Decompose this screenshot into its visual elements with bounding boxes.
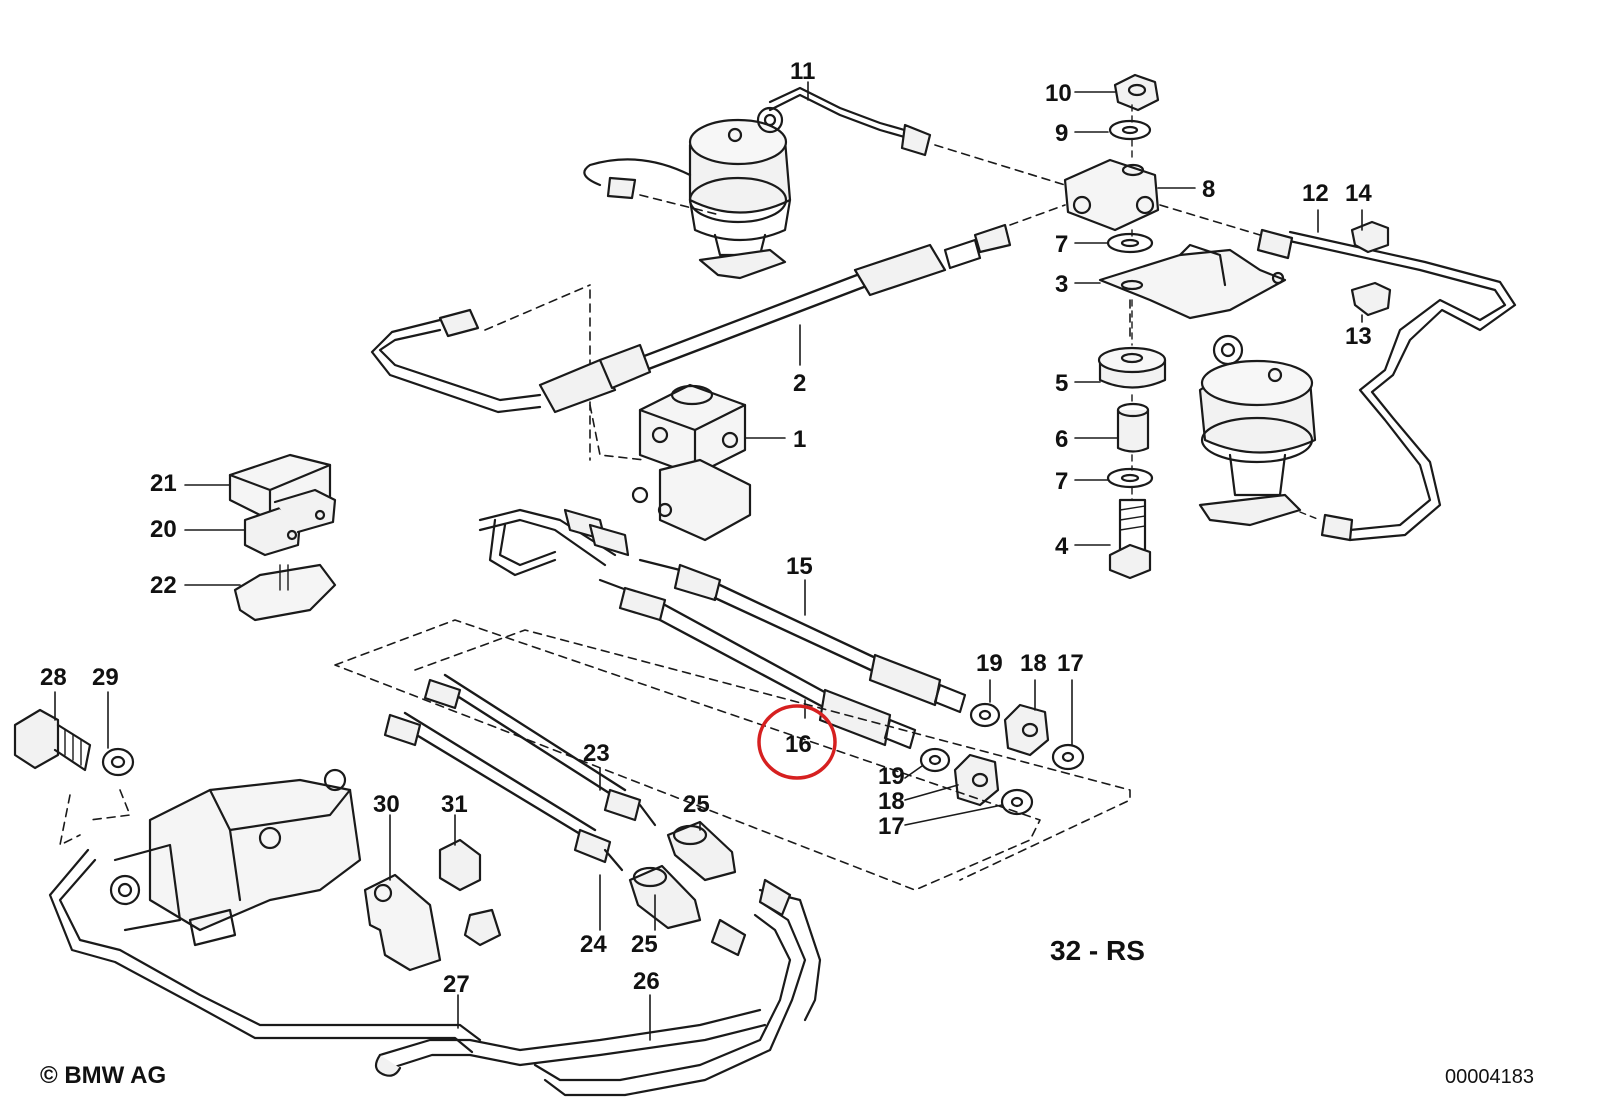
- callout-2: 2: [793, 370, 807, 397]
- callout-10: 10: [1045, 80, 1072, 107]
- callout-3: 3: [1055, 271, 1069, 298]
- drawing-number: 00004183: [1445, 1066, 1534, 1088]
- washer-19-lower: [919, 747, 951, 773]
- callout-23: 23: [583, 740, 610, 767]
- callout-31: 31: [441, 791, 468, 818]
- callout-18-lower: 18: [878, 788, 905, 815]
- callout-25-upper: 25: [683, 791, 710, 818]
- callout-8: 8: [1202, 176, 1216, 203]
- clip-13: [1350, 281, 1392, 317]
- callout-9: 9: [1055, 120, 1069, 147]
- brake-hose-2: [538, 223, 1012, 414]
- callout-16: 16: [785, 731, 812, 758]
- callout-24: 24: [580, 931, 607, 958]
- callout-5: 5: [1055, 370, 1069, 397]
- sleeve-6: [1116, 402, 1150, 453]
- copyright-notice: © BMW AG: [40, 1062, 167, 1089]
- callout-20: 20: [150, 516, 177, 543]
- connector-8: [1063, 158, 1160, 232]
- callout-15: 15: [786, 553, 813, 580]
- brake-master-cylinder: [109, 768, 362, 947]
- banjo-bolt-28: [13, 708, 92, 772]
- clip-14: [1350, 220, 1390, 254]
- callout-22: 22: [150, 572, 177, 599]
- brake-line-24: [383, 711, 624, 872]
- nut-18-upper: [1003, 703, 1050, 757]
- callout-6: 6: [1055, 426, 1069, 453]
- nut-18-lower: [953, 753, 1000, 807]
- callout-14: 14: [1345, 180, 1372, 207]
- bracket-30: [363, 873, 442, 972]
- callout-28: 28: [40, 664, 67, 691]
- brake-hose-16: [598, 578, 917, 750]
- union-25-lower: [628, 864, 702, 930]
- callout-17-lower: 17: [878, 813, 905, 840]
- callout-17-upper: 17: [1057, 650, 1084, 677]
- bracket-3: [1098, 243, 1287, 320]
- washer-7-upper: [1106, 232, 1154, 254]
- washer-17-upper: [1051, 743, 1085, 771]
- callout-29: 29: [92, 664, 119, 691]
- callout-21: 21: [150, 470, 177, 497]
- callout-13: 13: [1345, 323, 1372, 350]
- pressure-accumulator-left: [688, 106, 792, 280]
- bushing-5: [1097, 346, 1167, 389]
- callout-12: 12: [1302, 180, 1329, 207]
- callout-1: 1: [793, 426, 807, 453]
- callout-11: 11: [790, 58, 816, 85]
- union-25-upper: [666, 820, 737, 882]
- callout-7-lower: 7: [1055, 468, 1069, 495]
- bolt-4: [1108, 498, 1152, 580]
- callout-26: 26: [633, 968, 660, 995]
- pressure-accumulator-right: [1198, 334, 1317, 527]
- brake-distributor-1: [631, 383, 752, 542]
- callout-7-upper: 7: [1055, 231, 1069, 258]
- callout-27: 27: [443, 971, 470, 998]
- brake-pipe-12: [1256, 228, 1517, 542]
- callout-30: 30: [373, 791, 400, 818]
- callout-19-upper: 19: [976, 650, 1003, 677]
- highlight-circle-16: [757, 704, 837, 780]
- clip-31: [438, 838, 502, 947]
- washer-9: [1108, 119, 1152, 141]
- grommet-20: [243, 488, 337, 557]
- nut-10: [1113, 73, 1160, 112]
- washer-29: [101, 747, 135, 777]
- callout-19-lower: 19: [878, 763, 905, 790]
- callout-18-upper: 18: [1020, 650, 1047, 677]
- washer-19-upper: [969, 702, 1001, 728]
- callout-4: 4: [1055, 533, 1069, 560]
- brake-hose-15: [638, 558, 967, 714]
- brake-line-23: [423, 673, 657, 827]
- washer-7-lower: [1106, 467, 1154, 489]
- section-code: 32 - RS: [1050, 935, 1145, 966]
- washer-17-lower: [1000, 788, 1034, 816]
- callout-25-lower: 25: [631, 931, 658, 958]
- bracket-22: [233, 563, 337, 622]
